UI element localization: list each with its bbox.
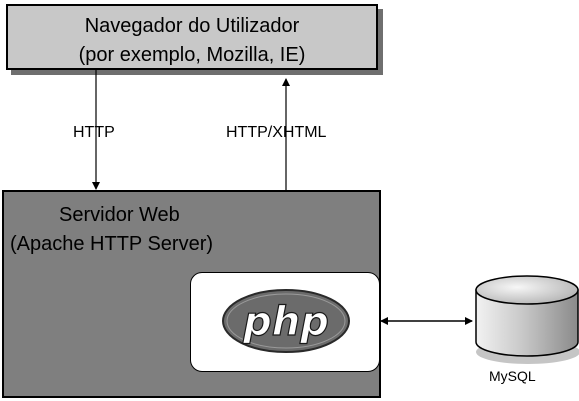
web-server-subtitle: (Apache HTTP Server) [10,233,214,255]
database-icon [475,275,579,364]
php-logo-text: php [242,299,329,345]
browser-title: Navegador do Utilizador [84,15,300,37]
http-xhtml-response-label: HTTP/XHTML [226,124,327,141]
http-request-label: HTTP [73,124,115,141]
browser-box: Navegador do Utilizador (por exemplo, Mo… [6,4,378,70]
web-server-title: Servidor Web [59,204,180,226]
mysql-label: MySQL [489,368,536,384]
browser-subtitle: (por exemplo, Mozilla, IE) [78,44,306,66]
php-logo-icon: php [222,289,350,353]
